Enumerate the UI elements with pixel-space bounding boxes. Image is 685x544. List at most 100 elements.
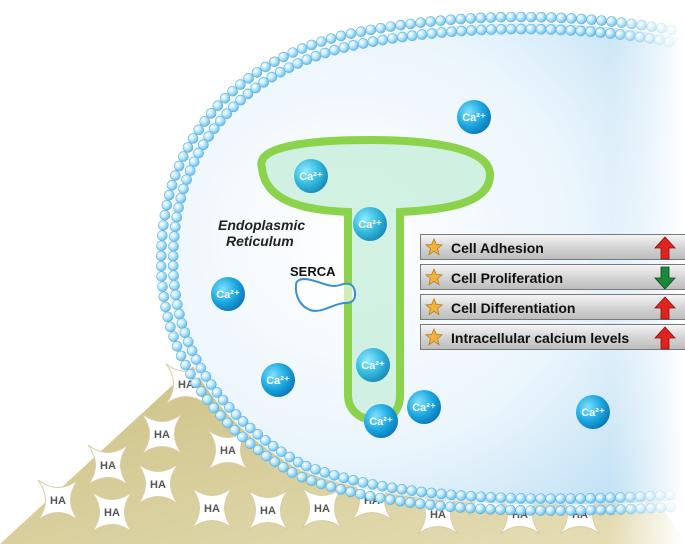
membrane-bead [205, 108, 217, 119]
membrane-bead [435, 15, 447, 26]
membrane-bead [515, 11, 527, 23]
membrane-bead [555, 24, 567, 36]
membrane-bead [404, 497, 416, 508]
membrane-bead [576, 13, 587, 25]
er-label-line2: Reticulum [226, 233, 294, 249]
membrane-bead [375, 492, 386, 504]
membrane-bead [445, 14, 457, 26]
membrane-bead [212, 100, 224, 111]
membrane-bead [252, 429, 264, 440]
membrane-bead [208, 402, 220, 414]
membrane-bead [436, 27, 448, 38]
membrane-bead [235, 94, 246, 106]
membrane-bead [348, 474, 359, 486]
membrane-bead [178, 151, 189, 162]
membrane-bead [195, 362, 207, 374]
membrane-bead [170, 170, 181, 181]
membrane-bead [205, 379, 217, 390]
membrane-bead [348, 40, 359, 51]
serca-pump [294, 277, 357, 312]
membrane-bead [266, 71, 278, 83]
membrane-bead [159, 209, 171, 221]
membrane-bead [182, 142, 194, 153]
endoplasmic-reticulum [257, 135, 495, 425]
ha-label: HA [100, 460, 116, 472]
membrane-bead [175, 350, 187, 362]
calcium-ion-label: Ca²⁺ [581, 407, 605, 419]
membrane-bead [535, 493, 547, 504]
membrane-bead [595, 492, 606, 504]
membrane-bead [555, 505, 567, 516]
calcium-ion [576, 395, 610, 429]
membrane-bead [325, 33, 337, 44]
membrane-bead [178, 183, 189, 195]
membrane-bead [456, 25, 467, 37]
membrane-bead [416, 29, 428, 40]
membrane-bead [595, 27, 606, 38]
membrane-bead [168, 331, 179, 342]
calcium-ion [356, 348, 390, 382]
membrane-bead [505, 492, 517, 504]
membrane-bead [260, 61, 271, 73]
membrane-bead [535, 11, 547, 23]
membrane-bead [415, 17, 426, 28]
membrane-bead [156, 271, 167, 282]
membrane-bead [167, 260, 179, 272]
membrane-bead [215, 115, 226, 127]
membrane-bead [367, 479, 378, 490]
ha-crystal [37, 479, 79, 521]
membrane-bead [292, 58, 304, 69]
effect-row-differentiation: Cell Differentiation [420, 294, 685, 320]
calcium-ion-label: Ca²⁺ [369, 416, 393, 428]
membrane-bead [224, 402, 235, 413]
membrane-bead [525, 493, 537, 504]
membrane-bead [525, 505, 536, 516]
membrane-bead [585, 504, 597, 516]
arrow-up-icon [654, 326, 676, 350]
membrane-bead [190, 377, 202, 389]
arrow-down-icon [654, 266, 676, 290]
membrane-bead [436, 488, 447, 500]
membrane-bead [268, 440, 279, 452]
membrane-bead [535, 23, 547, 35]
membrane-bead [338, 42, 350, 53]
membrane-bead [209, 123, 220, 134]
membrane-bead [586, 14, 597, 26]
membrane-bead [171, 211, 183, 223]
arrow-up-icon [654, 236, 676, 260]
membrane-bead [426, 487, 437, 499]
membrane-bead [345, 28, 357, 39]
ha-crystal [247, 489, 289, 531]
membrane-bead [228, 101, 239, 113]
membrane-bead [387, 33, 398, 44]
membrane-bead [385, 21, 397, 32]
membrane-bead [545, 24, 557, 35]
membrane-bead [179, 327, 191, 339]
membrane-bead [287, 47, 299, 58]
membrane-bead [396, 484, 408, 495]
membrane-bead [157, 230, 168, 241]
membrane-bead [319, 47, 331, 59]
membrane-bead [163, 189, 175, 201]
membrane-bead [445, 489, 457, 501]
membrane-bead [198, 139, 209, 151]
ha-crystal [207, 429, 249, 471]
membrane-bead [165, 321, 176, 333]
er-label-line1: Endoplasmic [218, 217, 305, 233]
membrane-bead [170, 289, 181, 301]
membrane-bead [455, 502, 466, 513]
membrane-bead [155, 260, 167, 272]
membrane-bead [221, 108, 233, 120]
membrane-bead [187, 133, 199, 144]
calcium-ion-label: Ca²⁺ [266, 375, 290, 387]
membrane-bead [173, 160, 185, 172]
effect-row-calcium: Intracellular calcium levels [420, 324, 685, 350]
membrane-bead [476, 24, 487, 36]
membrane-bead [496, 23, 507, 35]
membrane-bead [183, 336, 194, 348]
membrane-bead [535, 505, 546, 516]
ha-crystal [191, 487, 233, 529]
membrane-bead [245, 422, 256, 434]
membrane-bead [465, 490, 477, 502]
membrane-bead [160, 301, 171, 313]
